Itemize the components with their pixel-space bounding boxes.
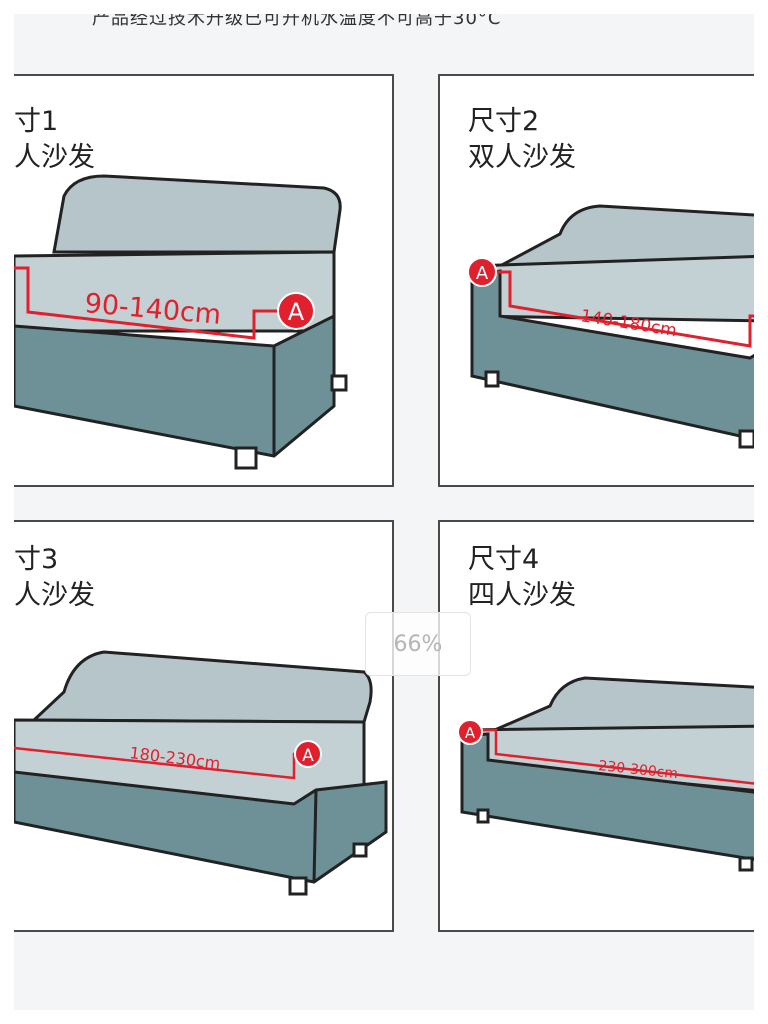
marker-a-1: A (288, 298, 305, 326)
top-caption: 产品经过技术升级已可开机水温度不可高于30°C (92, 14, 502, 29)
size-title-3: 寸3 (14, 544, 59, 575)
size-card-4: 尺寸4 四人沙发 230-300cm A (438, 520, 754, 932)
sofa-type-2: 双人沙发 (468, 142, 576, 173)
size-title-4: 尺寸4 (468, 544, 540, 575)
four-seat-sofa-illustration: 230-300cm A (457, 676, 754, 872)
product-size-image: 产品经过技术升级已可开机水温度不可高于30°C 寸1 人沙发 90-140cm (14, 14, 754, 1010)
size-card-1: 寸1 人沙发 90-140cm A (14, 74, 394, 487)
sofa-type-3: 人沙发 (14, 580, 95, 611)
double-sofa-illustration: 140-180cm A (467, 204, 754, 449)
marker-a-4: A (465, 724, 476, 742)
zoom-level-indicator: 66% (365, 612, 471, 676)
single-sofa-illustration: 90-140cm A (14, 174, 348, 470)
size-card-3: 寸3 人沙发 180-230cm A (14, 520, 394, 932)
marker-a-2: A (476, 263, 489, 284)
marker-a-3: A (302, 746, 314, 766)
sofa-type-1: 人沙发 (14, 142, 95, 173)
sofa-type-4: 四人沙发 (468, 580, 576, 611)
size-title-1: 寸1 (14, 106, 59, 137)
size-card-2: 尺寸2 双人沙发 140-180cm A (438, 74, 754, 487)
triple-sofa-illustration: 180-230cm A (14, 650, 388, 896)
size-title-2: 尺寸2 (468, 106, 540, 137)
